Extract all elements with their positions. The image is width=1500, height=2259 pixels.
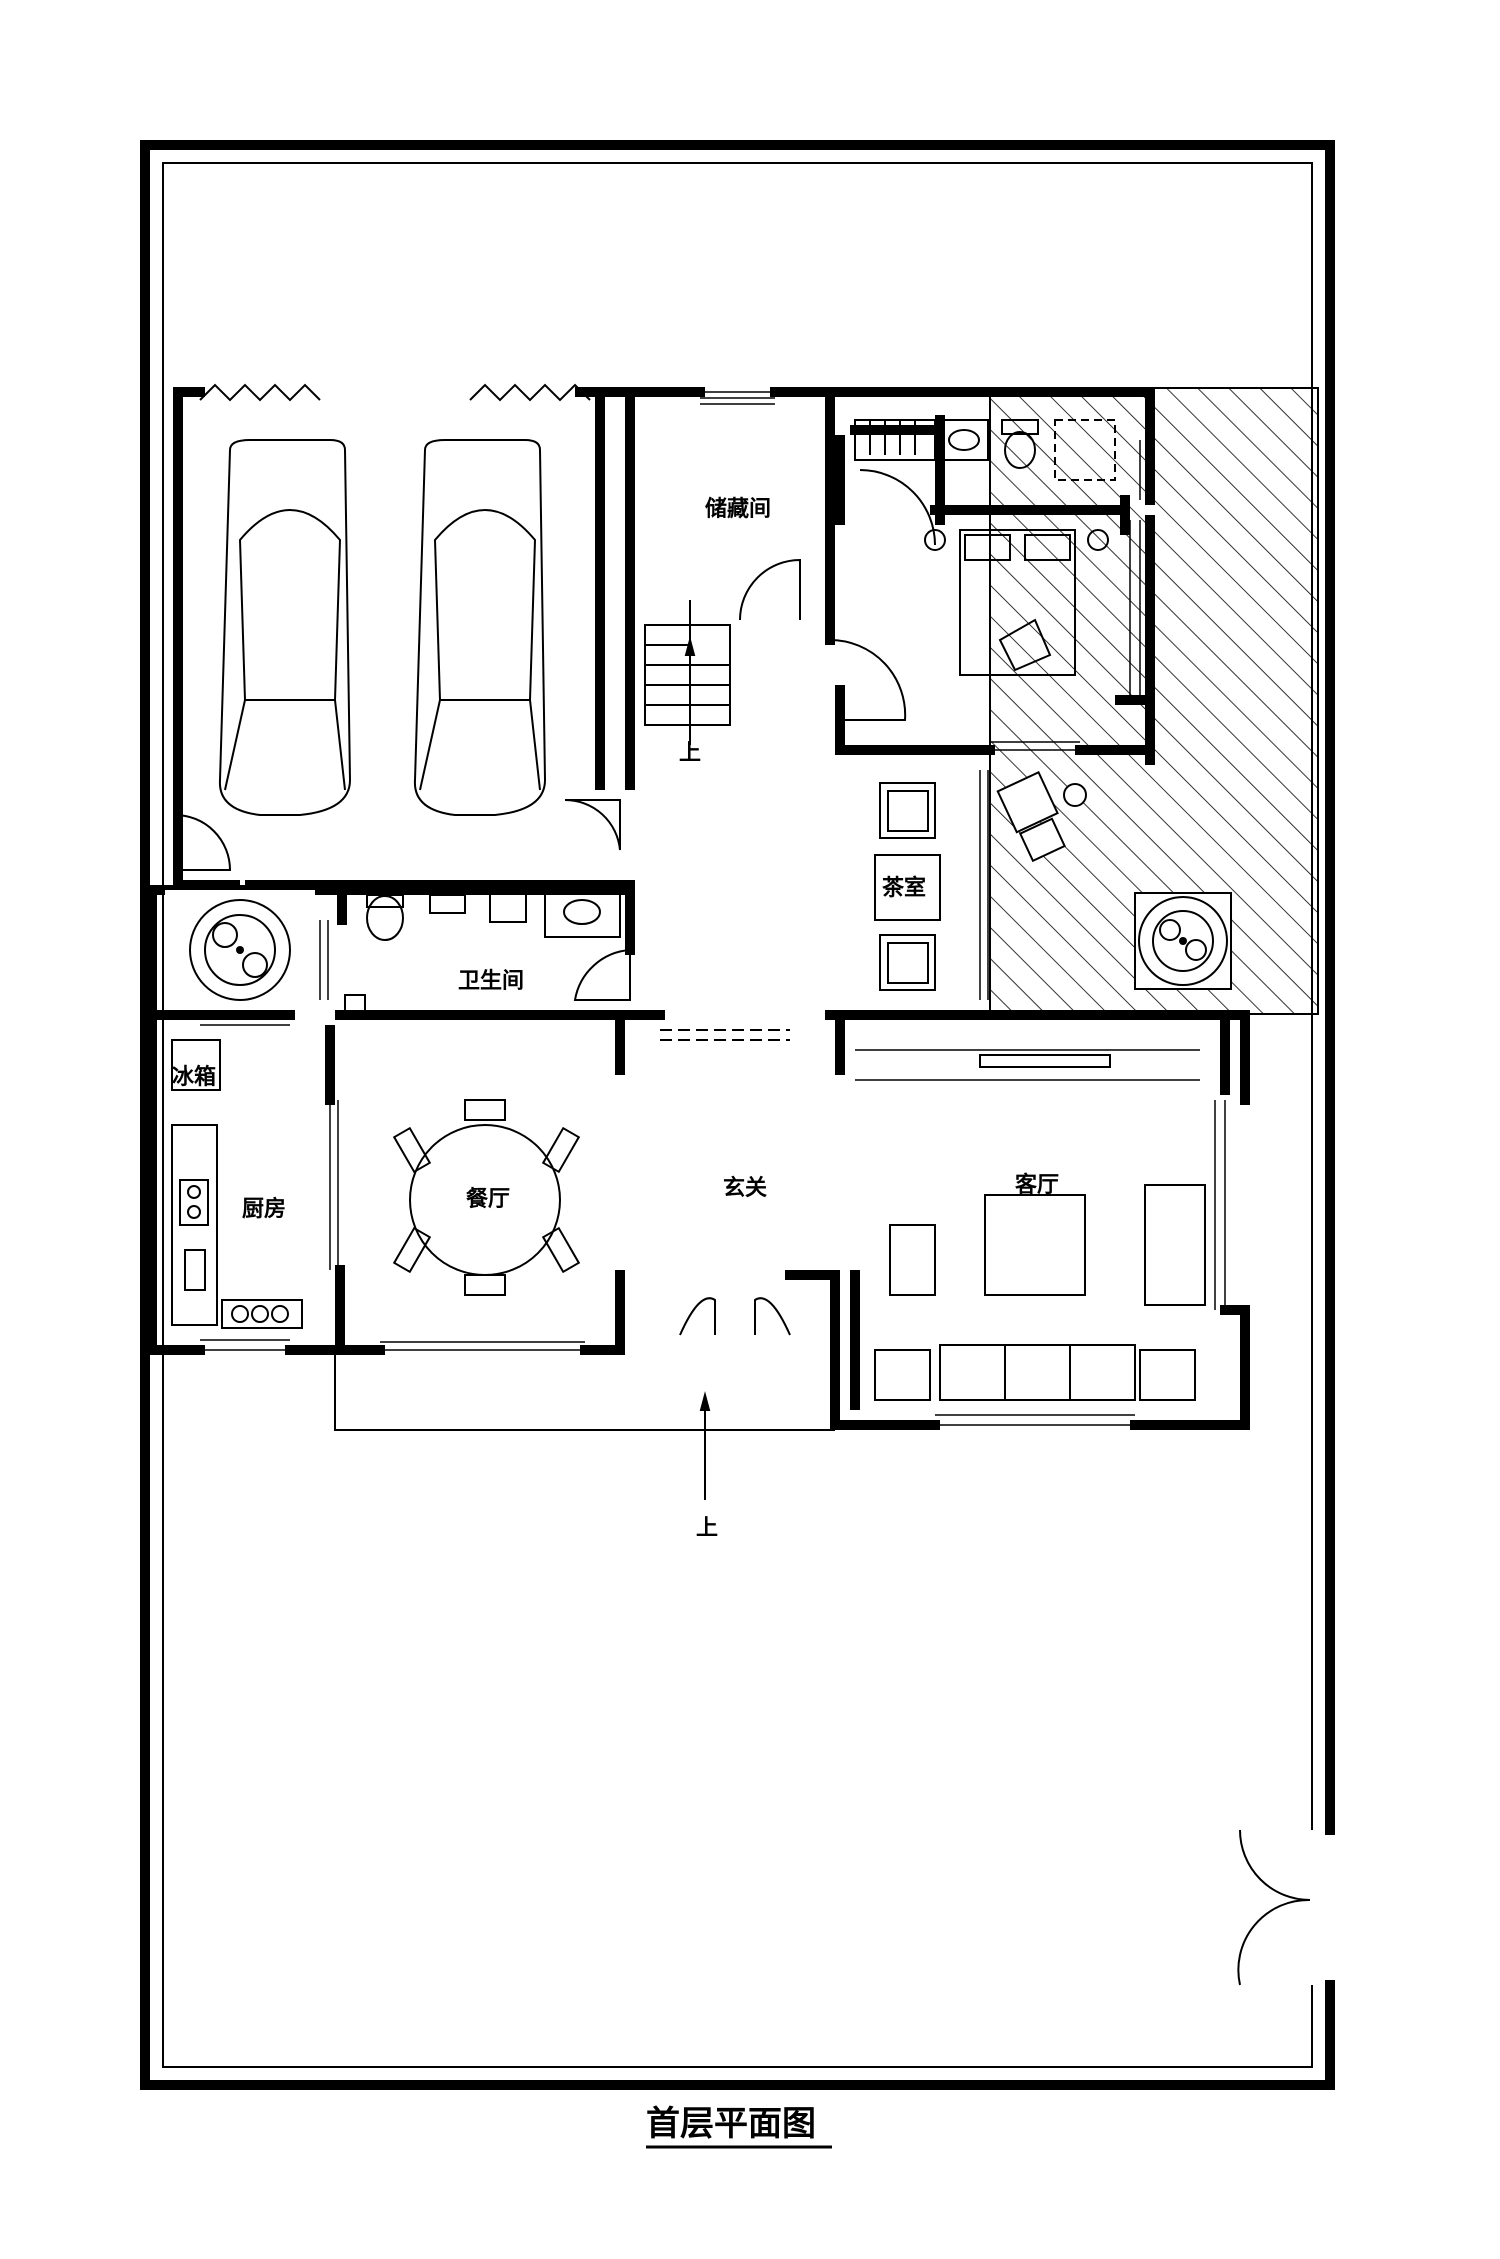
plant-terrace bbox=[1134, 892, 1232, 990]
plant-courtyard bbox=[165, 890, 315, 1010]
label-tea-room: 茶室 bbox=[882, 875, 926, 901]
label-dining: 餐厅 bbox=[466, 1187, 510, 1212]
label-storage: 储藏间 bbox=[705, 496, 771, 522]
bathroom-fixtures bbox=[344, 891, 621, 1014]
label-foyer: 玄关 bbox=[723, 1175, 767, 1201]
car-right bbox=[413, 439, 547, 816]
living-furniture bbox=[874, 1184, 1206, 1401]
ensuite-fixtures bbox=[939, 419, 1116, 481]
dining-table bbox=[392, 1099, 581, 1296]
door-swings bbox=[174, 469, 1311, 1986]
terrace-furniture bbox=[996, 771, 1232, 990]
car-left bbox=[218, 439, 352, 816]
label-stair-up-entry: 上 bbox=[696, 1516, 718, 1541]
stair-inner bbox=[644, 600, 731, 745]
label-fridge: 冰箱 bbox=[172, 1064, 216, 1090]
bed bbox=[924, 529, 1109, 676]
house-walls bbox=[147, 387, 1250, 1430]
garage-doors bbox=[199, 383, 591, 402]
tea-room-furniture bbox=[874, 782, 941, 991]
label-stair-up-inner: 上 bbox=[679, 741, 701, 766]
stair-entry bbox=[334, 1350, 835, 1500]
label-living: 客厅 bbox=[1015, 1172, 1059, 1198]
windows bbox=[200, 391, 1226, 1426]
label-kitchen: 厨房 bbox=[242, 1196, 286, 1222]
kitchen-fixtures bbox=[171, 1039, 303, 1329]
label-bathroom: 卫生间 bbox=[458, 969, 524, 994]
wardrobe bbox=[854, 419, 936, 461]
plan-title: 首层平面图 bbox=[646, 2104, 816, 2144]
